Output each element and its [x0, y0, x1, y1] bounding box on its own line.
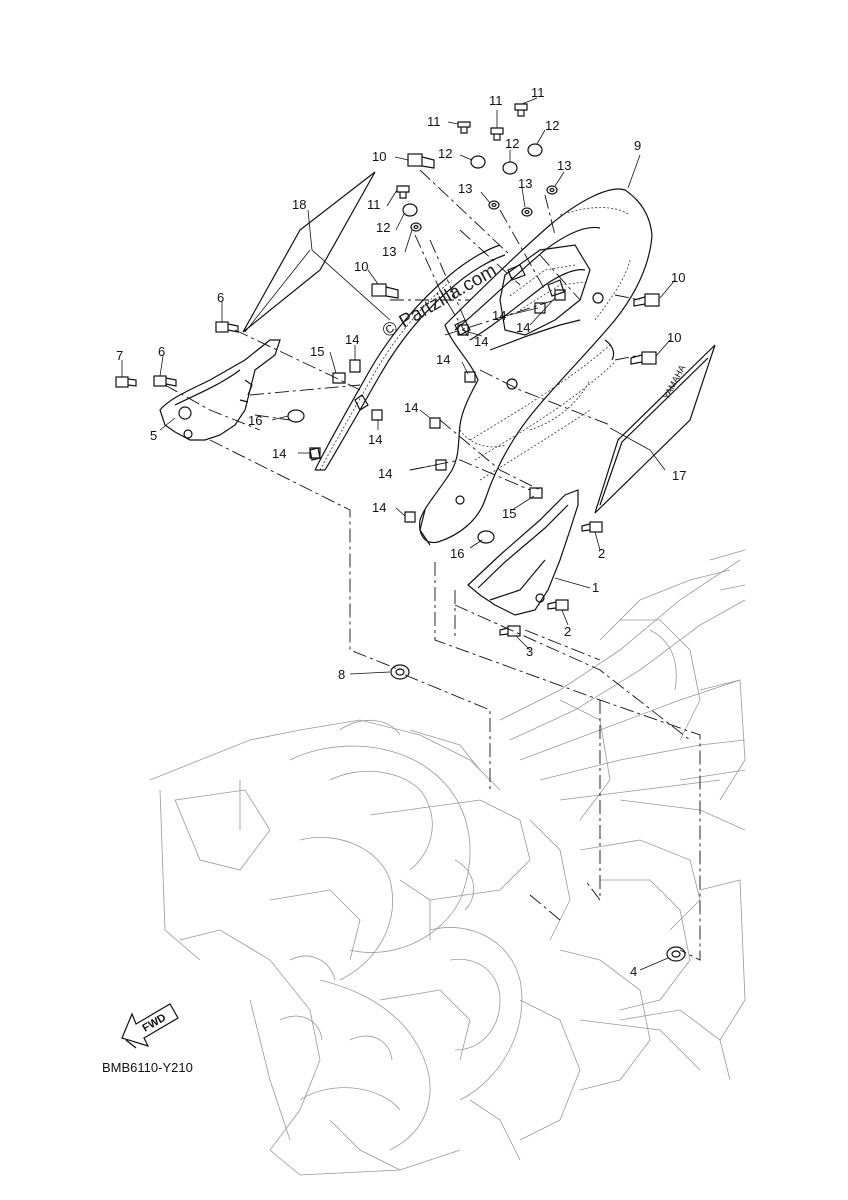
bolt-10-d [630, 351, 657, 365]
callout-15: 15 [310, 344, 324, 359]
assembly-reference-lines [164, 169, 701, 961]
callout-6: 6 [217, 290, 224, 305]
callout-12: 12 [505, 136, 519, 151]
callout-2: 2 [564, 624, 571, 639]
callout-13: 13 [458, 181, 472, 196]
callout-16: 16 [248, 413, 262, 428]
callout-12: 12 [545, 118, 559, 133]
callout-14: 14 [378, 466, 392, 481]
callout-labels: 1 2 2 3 4 5 6 6 7 8 9 10 10 10 10 11 11 … [116, 85, 686, 979]
callout-14: 14 [345, 332, 359, 347]
callout-14: 14 [404, 400, 418, 415]
callout-11: 11 [367, 197, 381, 212]
decal-yamaha: YAMAHA [594, 344, 716, 514]
callout-12: 12 [438, 146, 452, 161]
bolt-10-c [633, 293, 660, 307]
callout-13: 13 [518, 176, 532, 191]
bolt-10-b [371, 283, 399, 299]
callout-7: 7 [116, 348, 123, 363]
callout-6: 6 [158, 344, 165, 359]
callout-10: 10 [372, 149, 386, 164]
callout-2: 2 [598, 546, 605, 561]
callout-13: 13 [557, 158, 571, 173]
cowl-side-strip [309, 244, 506, 471]
side-cover-left [159, 339, 281, 441]
callout-10: 10 [671, 270, 685, 285]
screw-11-c [514, 103, 528, 117]
callout-18: 18 [292, 197, 306, 212]
bolt-3 [499, 625, 521, 637]
motorcycle-frame-outline [149, 549, 746, 1176]
callout-3: 3 [526, 644, 533, 659]
callout-14: 14 [436, 352, 450, 367]
callout-10: 10 [667, 330, 681, 345]
callout-16: 16 [450, 546, 464, 561]
bolt-2-b [547, 599, 569, 611]
callout-14: 14 [516, 320, 530, 335]
fwd-label: FWD [141, 1012, 169, 1035]
bolt-6-b [153, 375, 177, 387]
callout-14: 14 [372, 500, 386, 515]
callout-10: 10 [354, 259, 368, 274]
callout-8: 8 [338, 667, 345, 682]
bolt-7 [115, 376, 137, 388]
callout-14: 14 [492, 308, 506, 323]
watermark-text: © Partzilla.com [379, 260, 500, 342]
callout-14: 14 [272, 446, 286, 461]
screw-11-b [490, 127, 504, 141]
callout-15: 15 [502, 506, 516, 521]
rear-seat-cowl [419, 188, 653, 546]
callout-17: 17 [672, 468, 686, 483]
side-cover-right [467, 489, 579, 616]
callout-12: 12 [376, 220, 390, 235]
callout-11: 11 [427, 114, 441, 129]
callout-5: 5 [150, 428, 157, 443]
bolt-10-a [407, 153, 435, 169]
callout-11: 11 [489, 93, 503, 108]
decal-panel [242, 171, 376, 333]
callout-14: 14 [474, 334, 488, 349]
callout-11: 11 [531, 85, 545, 100]
screw-11-d [396, 185, 410, 199]
screw-11-a [457, 121, 471, 134]
callout-1: 1 [592, 580, 599, 595]
callout-4: 4 [630, 964, 637, 979]
bolt-6-a [215, 321, 239, 333]
fwd-arrow-icon: FWD [121, 1003, 179, 1049]
callout-13: 13 [382, 244, 396, 259]
diagram-code: BMB6110-Y210 [102, 1060, 193, 1075]
leader-lines [121, 97, 676, 971]
bolt-2-a [581, 521, 603, 533]
callout-9: 9 [634, 138, 641, 153]
callout-14: 14 [368, 432, 382, 447]
